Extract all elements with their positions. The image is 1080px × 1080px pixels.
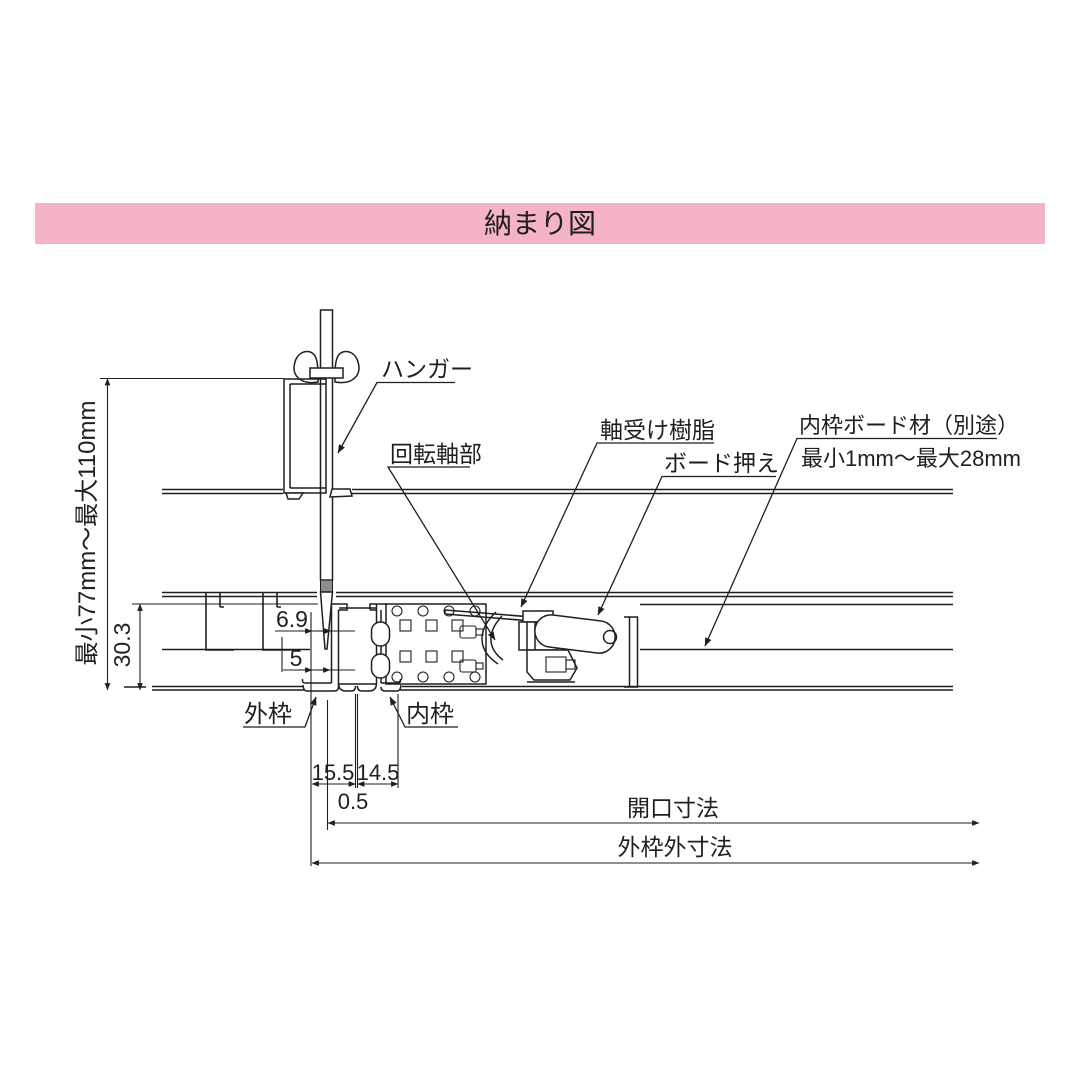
hanger-bracket	[283, 378, 327, 494]
banner-title: 納まり図	[484, 208, 596, 239]
extension-lines	[100, 377, 399, 866]
label-rotation-shaft: 回転軸部	[390, 441, 482, 467]
label-outer-frame: 外枠	[244, 701, 292, 728]
banner	[35, 203, 1045, 244]
label-board-presser: ボード押え	[664, 450, 779, 476]
label-inner-frame: 内枠	[406, 701, 454, 728]
label-bearing-resin: 軸受け樹脂	[600, 417, 715, 443]
labels: ハンガー 回転軸部 軸受け樹脂 ボード押え 内枠ボード材（別途） 最小1mm〜最…	[74, 356, 1021, 860]
leader-lines	[243, 381, 997, 728]
dim-outer-lip-width: 15.5	[312, 760, 355, 785]
dim-inner-lip-width: 14.5	[357, 760, 400, 785]
dim-frame-depth: 30.3	[109, 623, 135, 668]
dim-height-range: 最小77mm〜最大110mm	[74, 401, 101, 666]
latch-mechanism	[444, 609, 639, 688]
dim-opening: 開口寸法	[627, 795, 719, 821]
dim-hanger-offset: 6.9	[276, 606, 308, 632]
hanger-assembly	[283, 309, 360, 650]
label-hanger: ハンガー	[381, 356, 473, 382]
dim-edge-gap: 5	[290, 645, 303, 671]
furring-channels	[205, 593, 291, 651]
label-board-thickness-range: 最小1mm〜最大28mm	[801, 446, 1021, 471]
dim-frame-gap: 0.5	[338, 789, 369, 814]
dimension-lines	[104, 378, 980, 866]
frame-profiles	[301, 603, 402, 692]
label-inner-frame-board: 内枠ボード材（別途）	[799, 413, 1019, 438]
perforated-plate	[370, 603, 487, 685]
dim-outer-frame-outer: 外枠外寸法	[618, 834, 733, 860]
